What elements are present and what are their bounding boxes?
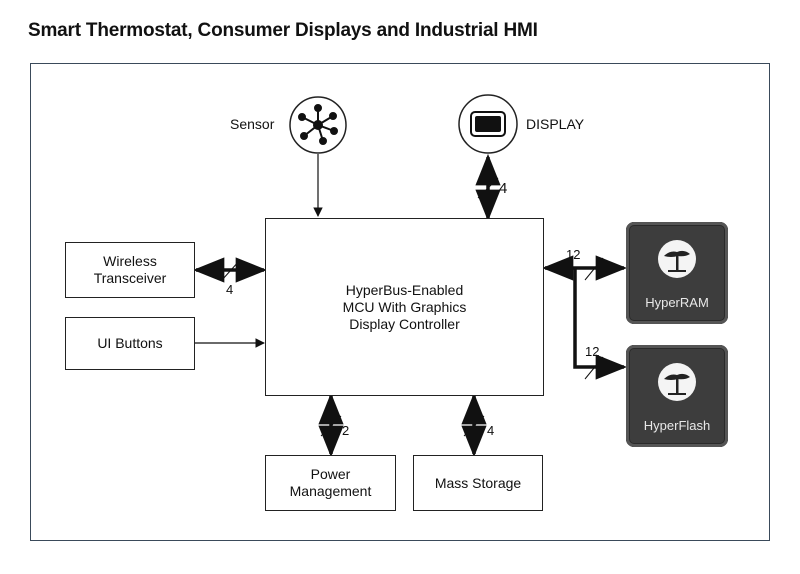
power-bus-slash — [320, 415, 342, 437]
hyperflash-label: HyperFlash — [643, 418, 711, 433]
sensor-label: Sensor — [230, 116, 275, 132]
wireless-transceiver-block: Wireless Transceiver — [65, 242, 195, 298]
ui-buttons-block: UI Buttons — [65, 317, 195, 370]
display-bus-slash — [477, 177, 499, 199]
power-label-line1: Power — [310, 466, 351, 482]
mcu-label-line2: MCU With Graphics — [342, 298, 467, 315]
wireless-label-line2: Transceiver — [93, 270, 167, 286]
hyperram-bus-width: 12 — [566, 247, 581, 262]
diagram-title: Smart Thermostat, Consumer Displays and … — [28, 20, 538, 41]
diagram-frame — [30, 63, 770, 541]
wireless-label-line1: Wireless — [103, 253, 157, 269]
tree-logo-icon — [658, 240, 696, 278]
tree-logo-icon — [658, 363, 696, 401]
hyperflash-bus-line — [573, 268, 628, 380]
mass-storage-block: Mass Storage — [413, 455, 543, 511]
mass-storage-label: Mass Storage — [434, 474, 522, 491]
mass-storage-bus-width: 4 — [487, 423, 495, 438]
wireless-bus-slash — [221, 259, 241, 281]
display-bus-width: 4 — [499, 180, 508, 197]
mcu-block: HyperBus-Enabled MCU With Graphics Displ… — [265, 218, 544, 396]
sensor-icon — [289, 96, 347, 154]
power-label-line2: Management — [289, 483, 372, 499]
ui-buttons-label: UI Buttons — [97, 335, 163, 351]
hyperram-bus-slash — [584, 257, 604, 281]
power-management-block: Power Management — [265, 455, 396, 511]
hyperram-chip: HyperRAM — [626, 222, 728, 324]
hyperflash-chip: HyperFlash — [626, 345, 728, 447]
power-bus-width: 2 — [342, 423, 350, 438]
wireless-bus-width: 4 — [226, 282, 234, 297]
monitor-icon — [458, 94, 518, 154]
hyperram-label: HyperRAM — [645, 295, 709, 310]
mass-storage-bus-slash — [463, 415, 485, 437]
hyperflash-bus-width: 12 — [585, 344, 600, 359]
mcu-label-line3: Display Controller — [349, 315, 460, 332]
display-label: DISPLAY — [526, 116, 585, 132]
hyperflash-bus-slash — [584, 356, 604, 380]
mcu-label-line1: HyperBus-Enabled — [345, 281, 464, 298]
